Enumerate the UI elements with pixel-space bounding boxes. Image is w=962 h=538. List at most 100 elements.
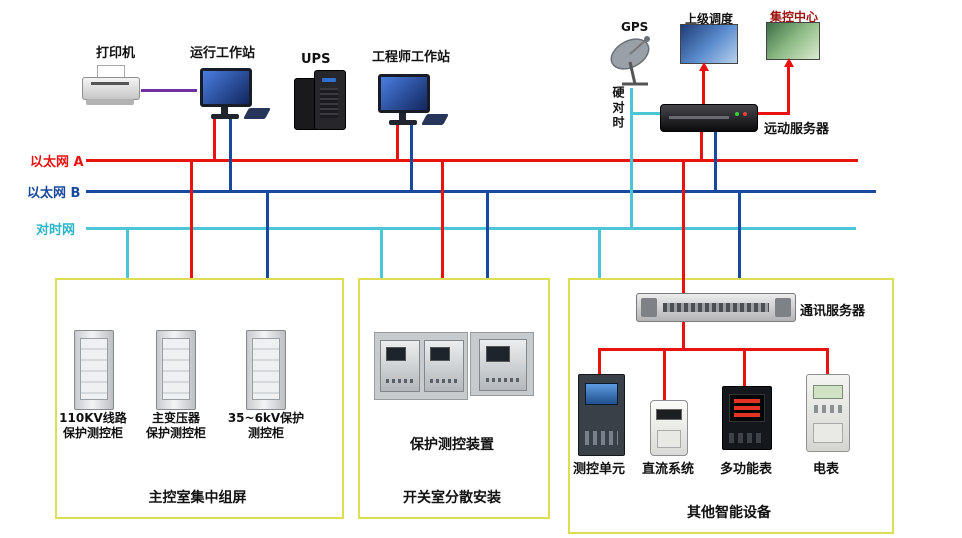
keyboard-icon xyxy=(243,108,271,119)
ups-vent xyxy=(320,88,338,118)
relay-buttons xyxy=(386,379,414,383)
gps-to-server-hard-time-link xyxy=(632,112,660,115)
cabinet-door xyxy=(252,338,280,400)
dispatch-arrowhead-icon xyxy=(699,62,709,71)
communication-server-label: 通讯服务器 xyxy=(800,304,866,319)
ethernet-b-bus-line xyxy=(86,190,876,193)
server-to-ethernet-b-link xyxy=(714,130,717,193)
ied-screen xyxy=(585,383,618,405)
left-box-ethernet-b-drop xyxy=(266,193,269,278)
hard-time-sync-label: 硬对时 xyxy=(611,86,625,131)
relay-buttons xyxy=(430,379,458,383)
relay-face xyxy=(479,339,527,391)
relay-face xyxy=(424,340,464,392)
relay-buttons xyxy=(486,378,520,382)
protection-device-photo-1 xyxy=(374,332,468,400)
led-digits xyxy=(734,399,760,403)
measure-unit-graphic xyxy=(578,374,625,456)
other-smart-devices-caption: 其他智能设备 xyxy=(687,505,771,521)
multifunction-meter-label: 多功能表 xyxy=(720,462,773,477)
dc-system-label: 直流系统 xyxy=(642,462,695,477)
link-to-multifunction-meter xyxy=(743,348,746,388)
gps-label: GPS xyxy=(621,20,649,34)
printer-body xyxy=(82,77,140,100)
led-digits xyxy=(734,406,760,410)
main-control-room-box xyxy=(55,278,344,519)
cabinet-35kv-label: 35~6kV保护 测控柜 xyxy=(227,411,305,440)
led-digits xyxy=(734,413,760,417)
meter-display xyxy=(729,394,765,422)
multifunction-meter-graphic xyxy=(722,386,772,450)
cabinet-35kv-graphic xyxy=(246,330,286,410)
ied-buttons xyxy=(585,431,618,445)
operator-workstation-graphic xyxy=(198,68,271,126)
middle-box-ethernet-b-drop xyxy=(486,193,489,278)
server-end-right xyxy=(775,298,791,317)
time-sync-bus-line xyxy=(86,227,856,230)
cabinet-transformer-graphic xyxy=(156,330,196,410)
ethernet-a-bus-line xyxy=(86,159,858,162)
link-to-energy-meter xyxy=(826,348,829,375)
control-center-arrowhead-icon xyxy=(784,58,794,67)
server-to-ethernet-a-link xyxy=(700,130,703,162)
server-led-green xyxy=(735,112,739,116)
dc-meter-window xyxy=(656,409,682,420)
operator-workstation-label: 运行工作站 xyxy=(190,46,256,61)
server-to-control-center-link-h xyxy=(756,112,790,115)
relay-screen xyxy=(430,347,450,361)
operator-ws-to-ethernet-a-link xyxy=(213,118,216,162)
printer-label: 打印机 xyxy=(96,46,136,61)
monitor-base xyxy=(389,120,417,125)
server-to-dispatch-link xyxy=(702,70,705,105)
gps-to-time-net-link xyxy=(630,88,633,230)
gps-antenna-icon xyxy=(604,32,662,90)
meter-keys xyxy=(729,433,765,443)
engineer-ws-to-ethernet-a-link xyxy=(396,124,399,162)
upper-dispatch-photo xyxy=(680,24,738,64)
dc-system-graphic xyxy=(650,400,688,456)
middle-box-time-drop xyxy=(380,230,383,278)
engineer-workstation-label: 工程师工作站 xyxy=(372,50,451,65)
time-sync-net-label: 对时网 xyxy=(36,223,76,238)
right-box-ethernet-a-drop xyxy=(682,162,685,293)
monitor-base xyxy=(211,114,239,119)
engineer-ws-to-ethernet-b-link xyxy=(410,124,413,193)
other-smart-devices-box xyxy=(568,278,894,534)
cabinet-110kv-label: 110KV线路 保护测控柜 xyxy=(59,411,127,440)
energy-meter-keys xyxy=(814,405,842,413)
server-to-control-center-link-v xyxy=(787,66,790,115)
main-control-room-caption: 主控室集中组屏 xyxy=(148,490,247,506)
switchgear-room-box xyxy=(358,278,550,519)
energy-meter-plate xyxy=(813,423,843,443)
telecontrol-server-label: 远动服务器 xyxy=(764,122,830,137)
ethernet-a-label: 以太网 A xyxy=(30,155,84,170)
ethernet-b-label: 以太网 B xyxy=(27,186,81,201)
left-box-time-drop xyxy=(126,230,129,278)
cabinet-door xyxy=(162,338,190,400)
protection-device-photo-2 xyxy=(470,332,534,396)
ups-led xyxy=(322,78,336,82)
right-box-ethernet-b-drop xyxy=(738,193,741,278)
server-led-red xyxy=(743,112,747,116)
server-strip xyxy=(669,116,729,119)
energy-meter-screen xyxy=(813,385,843,399)
cabinet-110kv-graphic xyxy=(74,330,114,410)
printer-graphic xyxy=(82,65,140,110)
energy-meter-label: 电表 xyxy=(813,462,840,477)
printer-tray xyxy=(86,99,134,105)
upper-dispatch-label: 上级调度 xyxy=(685,12,734,26)
dc-meter-plate xyxy=(657,430,681,448)
relay-screen xyxy=(486,346,510,362)
link-to-measure-unit xyxy=(598,348,601,375)
comm-server-downlink xyxy=(682,320,685,350)
middle-box-ethernet-a-drop xyxy=(441,162,444,278)
left-box-ethernet-a-drop xyxy=(190,162,193,278)
protection-device-label: 保护测控装置 xyxy=(410,437,494,453)
switchgear-room-caption: 开关室分散安装 xyxy=(403,490,501,506)
ups-graphic xyxy=(294,70,346,130)
engineer-workstation-graphic xyxy=(376,74,449,132)
control-center-label: 集控中心 xyxy=(770,10,819,24)
energy-meter-graphic xyxy=(806,374,850,452)
right-box-time-drop xyxy=(598,230,601,278)
